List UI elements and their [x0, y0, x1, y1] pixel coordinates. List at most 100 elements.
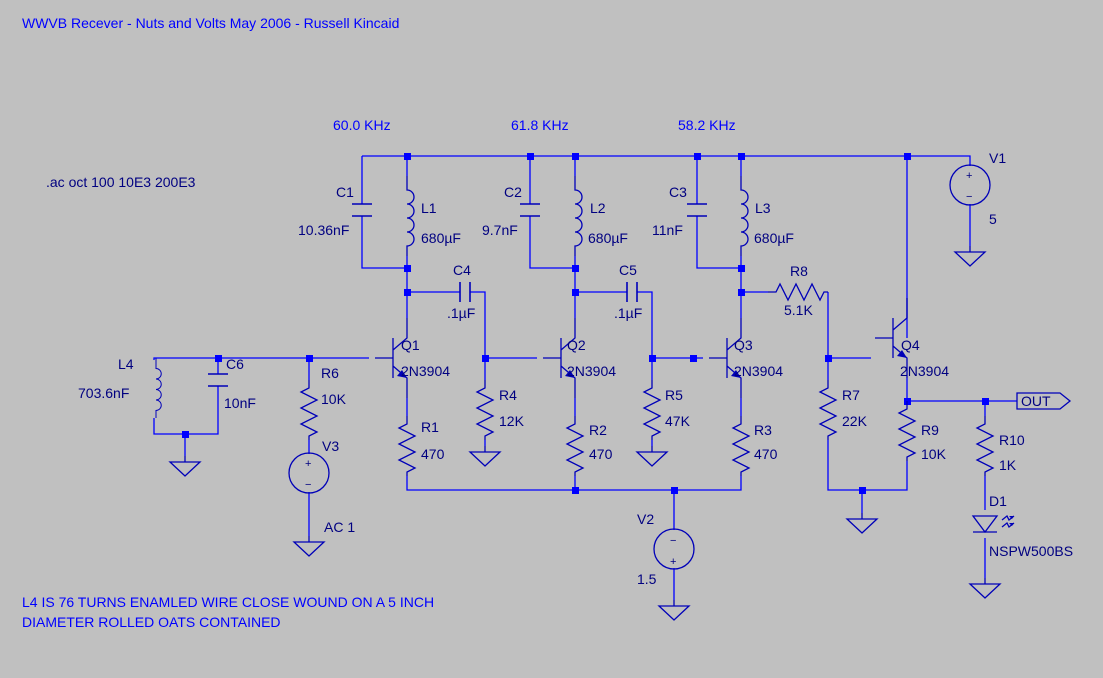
v1-minus-sign: − — [966, 191, 972, 203]
voltage-source-v3[interactable]: + − V3 AC 1 — [288, 438, 355, 535]
ground-l4 — [169, 455, 201, 477]
ac-directive: .ac oct 100 10E3 200E3 — [46, 174, 196, 190]
junctions — [182, 153, 989, 494]
c5-name: C5 — [619, 262, 637, 278]
v1-name: V1 — [989, 150, 1006, 166]
resistor-r2[interactable]: R2 470 — [566, 415, 613, 477]
ground-d1 — [969, 577, 1001, 599]
freq-label-2: 61.8 KHz — [511, 117, 569, 133]
l2-value: 680µF — [588, 230, 628, 246]
transistor-q3[interactable]: Q3 2N3904 — [708, 317, 783, 399]
resistor-r3[interactable]: R3 470 — [732, 415, 778, 477]
v2-minus-sign: − — [670, 535, 676, 547]
c1-name: C1 — [336, 184, 354, 200]
resistor-r4[interactable]: R4 12K — [476, 379, 525, 441]
q4-name: Q4 — [901, 337, 920, 353]
ground-r7 — [846, 512, 878, 534]
diode-d1[interactable]: D1 NSPW500BS — [971, 493, 1073, 559]
inductor-l3[interactable]: L3 680µF — [740, 175, 794, 257]
q3-name: Q3 — [734, 337, 753, 353]
l1-value: 680µF — [421, 230, 461, 246]
c2-value: 9.7nF — [482, 222, 518, 238]
resistor-r6[interactable]: R6 10K — [300, 365, 347, 441]
d1-name: D1 — [989, 493, 1007, 509]
resistor-r5[interactable]: R5 47K — [643, 379, 691, 441]
transistor-q1[interactable]: Q1 2N3904 — [374, 317, 450, 399]
ground-v3 — [293, 535, 325, 557]
ground-v1 — [954, 245, 986, 267]
v1-plus-sign: + — [966, 170, 972, 182]
q1-value: 2N3904 — [401, 363, 450, 379]
l4-value: 703.6nF — [78, 385, 129, 401]
r9-value: 10K — [921, 446, 947, 462]
v3-plus-sign: + — [305, 458, 311, 470]
l3-name: L3 — [755, 200, 771, 216]
ground-r5 — [636, 445, 668, 467]
r6-name: R6 — [321, 365, 339, 381]
resistor-r9[interactable]: R9 10K — [898, 400, 947, 462]
resistor-r8[interactable]: R8 5.1K — [767, 263, 829, 318]
c6-value: 10nF — [224, 395, 256, 411]
inductor-l2[interactable]: L2 680µF — [574, 175, 628, 257]
freq-label-1: 60.0 KHz — [333, 117, 391, 133]
c6-name: C6 — [226, 356, 244, 372]
c4-value: .1µF — [447, 305, 475, 321]
v3-name: V3 — [322, 438, 339, 454]
v3-minus-sign: − — [305, 479, 311, 491]
r2-name: R2 — [589, 422, 607, 438]
inductor-l1[interactable]: L1 680µF — [406, 175, 461, 257]
l4-name: L4 — [118, 356, 134, 372]
ground-symbols — [169, 245, 1001, 621]
out-net-label[interactable]: OUT — [1016, 392, 1072, 410]
resistor-r1[interactable]: R1 470 — [398, 415, 445, 477]
l1-name: L1 — [421, 200, 437, 216]
r1-value: 470 — [421, 446, 445, 462]
c2-name: C2 — [504, 184, 522, 200]
r8-name: R8 — [790, 263, 808, 279]
resistor-r10[interactable]: R10 1K — [976, 415, 1025, 477]
r4-name: R4 — [499, 387, 517, 403]
transistor-q4[interactable]: Q4 2N3904 — [874, 297, 949, 379]
c1-value: 10.36nF — [298, 222, 349, 238]
r7-name: R7 — [842, 387, 860, 403]
v2-name: V2 — [637, 511, 654, 527]
capacitor-c2[interactable]: C2 9.7nF — [482, 184, 540, 238]
note-line-2: DIAMETER ROLLED OATS CONTAINED — [22, 614, 281, 630]
r9-name: R9 — [921, 422, 939, 438]
c5-value: .1µF — [614, 305, 642, 321]
q1-name: Q1 — [401, 337, 420, 353]
r10-value: 1K — [999, 457, 1017, 473]
r4-value: 12K — [499, 413, 525, 429]
capacitor-c6[interactable]: C6 10nF — [208, 356, 256, 411]
resistor-r7[interactable]: R7 22K — [819, 379, 868, 441]
v2-value: 1.5 — [637, 571, 657, 587]
r5-value: 47K — [665, 413, 691, 429]
voltage-source-v2[interactable]: − + V2 1.5 — [637, 511, 695, 587]
freq-label-3: 58.2 KHz — [678, 117, 736, 133]
r10-name: R10 — [999, 432, 1025, 448]
v3-value: AC 1 — [324, 519, 355, 535]
voltage-source-v1[interactable]: + − V1 5 — [949, 150, 1006, 227]
out-label-text: OUT — [1021, 393, 1051, 409]
capacitor-c4[interactable]: C4 .1µF — [447, 262, 475, 321]
inductor-l4[interactable]: L4 703.6nF — [78, 356, 162, 419]
ground-r4 — [469, 445, 501, 467]
note-line-1: L4 IS 76 TURNS ENAMLED WIRE CLOSE WOUND … — [22, 594, 434, 610]
c3-name: C3 — [669, 184, 687, 200]
q2-value: 2N3904 — [567, 363, 616, 379]
schematic-title: WWVB Recever - Nuts and Volts May 2006 -… — [22, 15, 399, 31]
r2-value: 470 — [589, 446, 613, 462]
c3-value: 11nF — [652, 222, 683, 238]
l2-name: L2 — [590, 200, 606, 216]
q3-value: 2N3904 — [734, 363, 783, 379]
capacitor-c3[interactable]: C3 11nF — [652, 184, 707, 238]
r8-value: 5.1K — [784, 302, 813, 318]
capacitor-c5[interactable]: C5 .1µF — [614, 262, 642, 321]
capacitor-c1[interactable]: C1 10.36nF — [298, 184, 372, 238]
r3-value: 470 — [754, 446, 778, 462]
transistor-q2[interactable]: Q2 2N3904 — [542, 317, 616, 399]
v1-value: 5 — [989, 211, 997, 227]
v2-plus-sign: + — [670, 556, 676, 568]
d1-value: NSPW500BS — [989, 543, 1073, 559]
